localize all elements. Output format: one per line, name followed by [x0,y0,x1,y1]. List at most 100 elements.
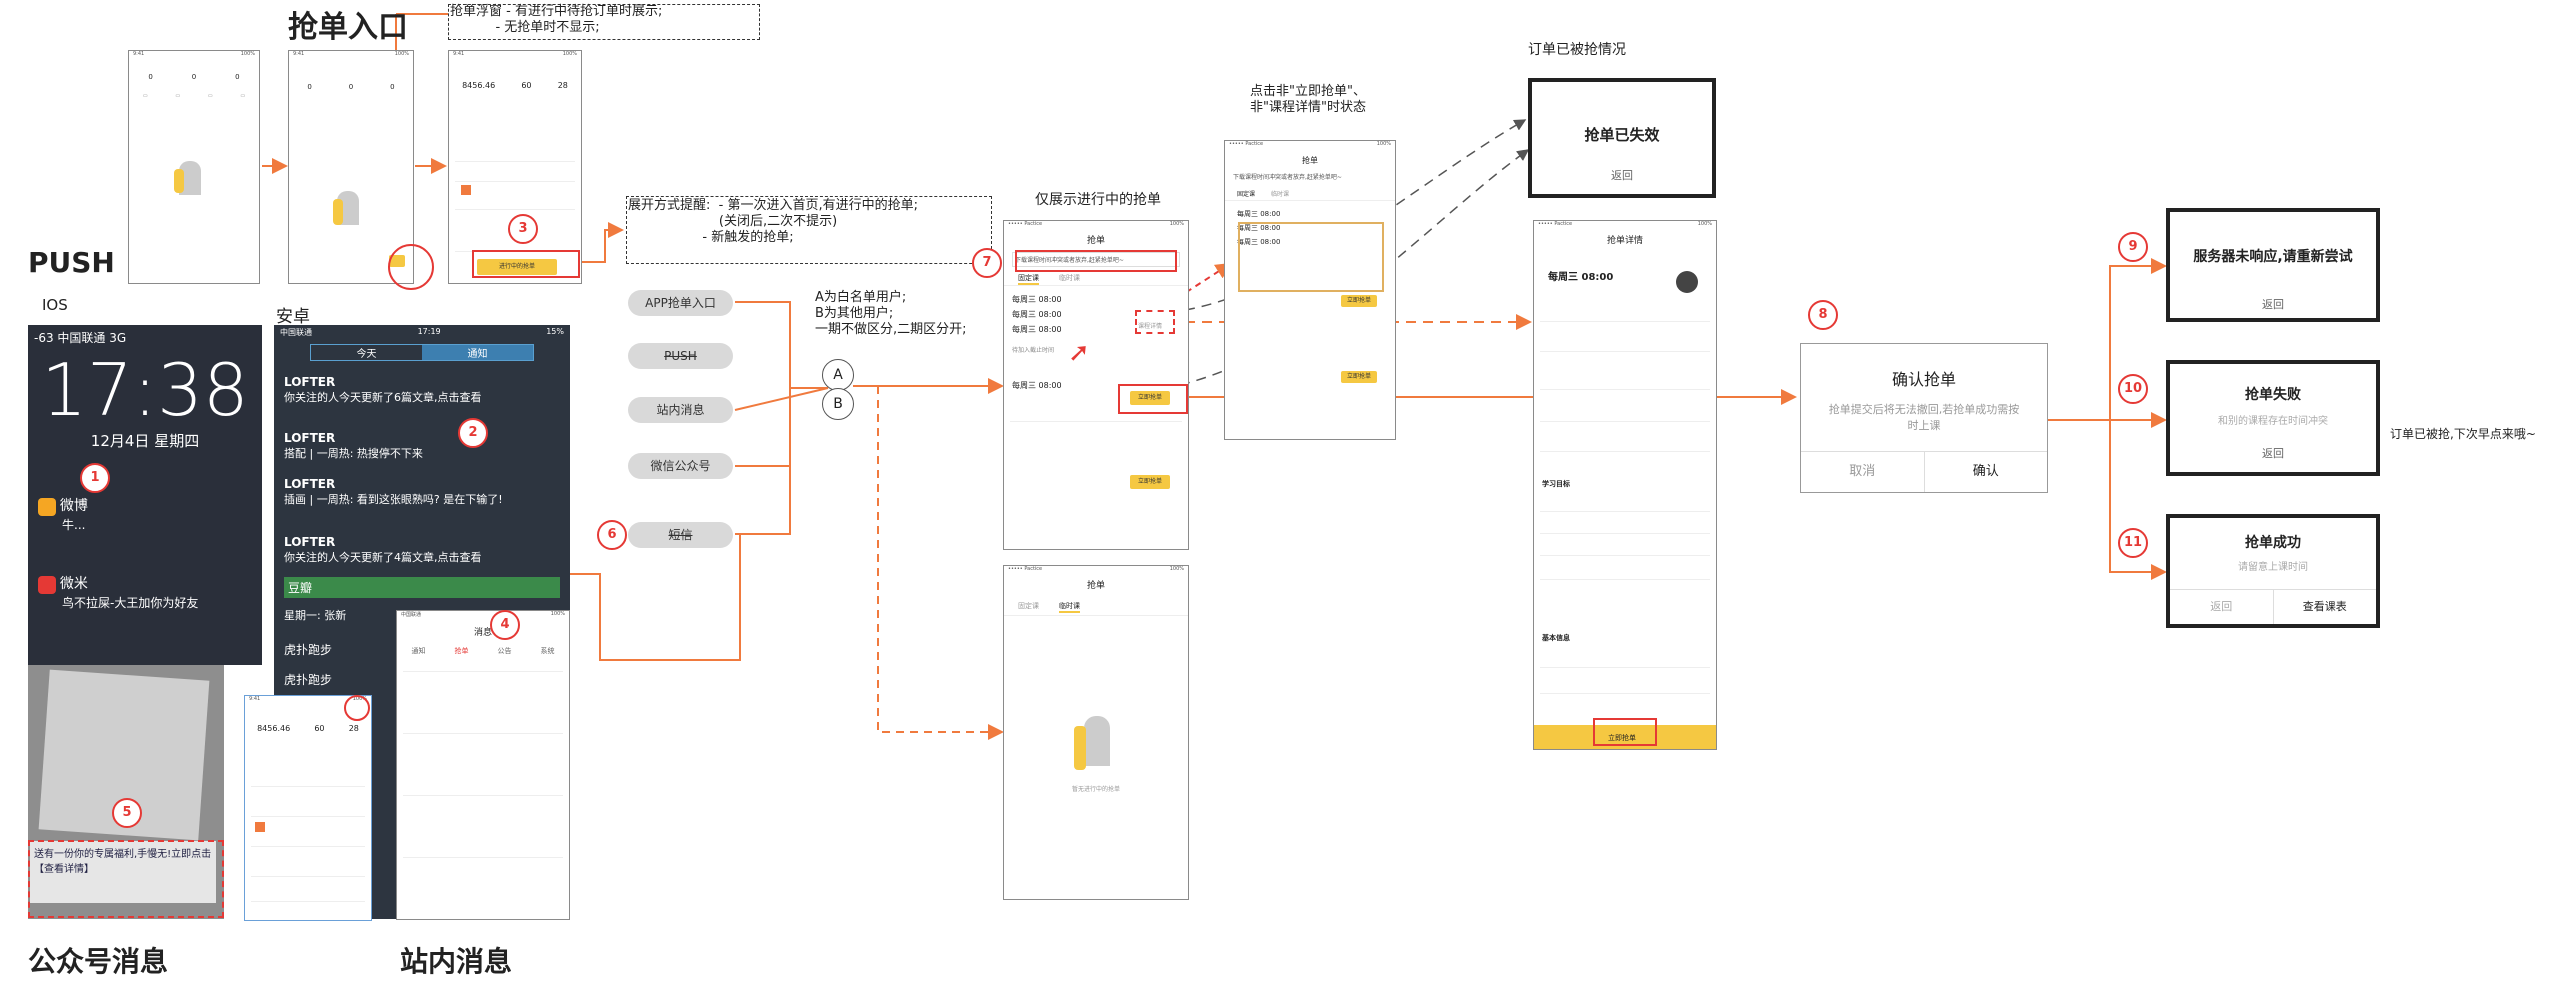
arrow-r11 [2109,420,2167,580]
detail-time: 每周三 08:00 [1548,272,1614,283]
weibo-icon [38,497,56,516]
wechat-message[interactable]: 送有一份你的专属福利,手慢无!立即点击【查看详情】 [30,841,216,903]
confirm-dialog: 确认抢单 抢单提交后将无法撤回,若抢单成功需按时上课 取消 确认 [1800,343,2048,493]
circle-7: 7 [972,248,1002,278]
circle-6: 6 [597,520,627,550]
highlight-float-expanded [472,250,580,278]
avatar [1676,271,1698,293]
arrow-sms [735,387,828,535]
detail-basic-info: 基本信息 [1542,634,1570,642]
float-expanded[interactable]: 进行中的抢单 [477,259,557,275]
expired-back-button[interactable]: 返回 [1611,169,1633,182]
heading-push: PUSH [28,246,115,279]
stat-students: 28 [557,81,568,90]
detail-learn-goal: 学习目标 [1542,480,1570,488]
result-title: 抢单成功 [2245,535,2301,551]
highlight-detail-link [1135,310,1175,334]
heading-official-account: 公众号消息 [28,945,169,978]
tab-temp[interactable]: 临时课 [1059,274,1080,282]
ios-notif-weimi[interactable]: 微米 鸟不拉屎-大王加你为好友 [38,573,252,611]
detail-grab-button[interactable]: 立即抢单 [1608,734,1636,742]
confirm-button[interactable]: 确认 [1972,464,1999,479]
android-notif-hupu-2[interactable]: 虎扑跑步 [284,673,333,687]
android-notif-hupu-1[interactable]: 虎扑跑步 [284,643,333,657]
order-grabbed-note: 订单已被抢情况 [1528,42,1626,58]
node-b: B [822,388,854,420]
node-a: A [822,359,854,391]
grab-list-banner: 下载课程时间冲突或者放弃,赶紧抢单吧~ [1012,252,1180,267]
already-grabbed-note: 订单已被抢,下次早点来哦~ [2390,427,2536,441]
result-fail-dialog: 抢单失败 和别的课程存在时间冲突 返回 [2166,360,2380,476]
heading-ios: IOS [42,296,68,314]
cursor-icon: ➚ [1068,338,1090,368]
ios-notif-weibo[interactable]: 微博 牛... [38,495,252,533]
circle-11: 11 [2118,528,2148,558]
list-item-day: 每周三 08:00 [1012,310,1062,319]
result-sub: 请留意上课时间 [2238,562,2308,573]
stat-lessons: 60 [521,81,532,90]
float-highlight-circle [388,244,434,290]
click-non-grab-note: 点击非"立即抢单"、 非"课程详情"时状态 [1250,84,1366,115]
expand-tip-box [626,196,992,264]
arrow-wechat-source [558,534,741,661]
arrow-r9 [2048,258,2167,421]
pill-wechat: 微信公众号 [628,453,733,479]
only-in-progress-note: 仅展示进行中的抢单 [1035,192,1161,208]
highlight-banner [1015,250,1177,272]
ios-carrier: -63 中国联通 3G [34,331,127,345]
highlight-detail-grab [1593,718,1657,746]
cancel-button[interactable]: 取消 [1801,452,1925,492]
arrow-click-state [1139,262,1232,323]
arrow-site [734,387,829,411]
pill-push: PUSH [628,343,733,369]
detail-title: 抢单详情 [1606,236,1643,246]
android-notif-douban-text[interactable]: 星期一: 张新 [284,609,347,622]
heading-android: 安卓 [276,307,310,327]
expired-title: 抢单已失效 [1584,126,1660,144]
tab-today[interactable]: 今天 [356,349,377,360]
expand-tip-note: 展开方式提醒: - 第一次进入首页,有进行中的抢单; (关闭后,二次不提示) -… [628,198,918,245]
list-item-day: 每周三 08:00 [1012,295,1062,304]
result-back-button[interactable]: 返回 [2262,298,2284,311]
expired-dialog: 抢单已失效 返回 [1528,78,1716,198]
empty-text: 暂无进行中的抢单 [1071,786,1120,793]
heading-site-message: 站内消息 [400,945,513,978]
circle-10: 10 [2118,374,2148,404]
list-item-day: 每周三 08:00 [1012,325,1062,334]
result-back-button[interactable]: 返回 [2170,590,2274,624]
android-notif-douban[interactable]: 豆瓣 [284,577,560,598]
confirm-desc: 抢单提交后将无法撤回,若抢单成功需按时上课 [1828,403,2020,432]
course-detail-link[interactable]: 课程详情 [1138,323,1163,330]
circle-1: 1 [80,463,110,493]
circle-4: 4 [490,610,520,640]
highlight-message-icon [344,695,370,721]
circle-3: 3 [508,214,538,244]
highlight-wechat [28,840,224,918]
empty-illustration [179,161,201,195]
ios-lock-screen: -63 中国联通 3G 17:38 12月4日 星期四 微博 牛... 微米 鸟… [28,325,262,665]
result-title: 抢单失败 [2245,387,2301,403]
weimi-icon [38,575,56,594]
ios-date: 12月4日 星期四 [90,432,200,450]
tab-fixed[interactable]: 固定课 [1018,273,1039,285]
view-schedule-button[interactable]: 查看课表 [2302,600,2347,613]
grab-now-button[interactable]: 立即抢单 [1130,391,1170,405]
result-back-button[interactable]: 返回 [2262,447,2284,460]
grab-now-button-2[interactable]: 立即抢单 [1130,475,1170,489]
float-window-note: 抢单浮窗 - 有进行中待抢订单时展示; - 无抢单时不显示; [450,4,663,35]
pill-sms: 短信 [628,522,733,548]
result-sub: 和别的课程存在时间冲突 [2218,416,2328,427]
result-title: 服务器未响应,请重新尝试 [2193,249,2353,265]
tab-notify[interactable]: 通知 [422,345,533,360]
highlight-grab-btn [1118,384,1188,414]
result-success-dialog: 抢单成功 请留意上课时间 返回 查看课表 [2166,514,2380,628]
circle-9: 9 [2118,232,2148,262]
